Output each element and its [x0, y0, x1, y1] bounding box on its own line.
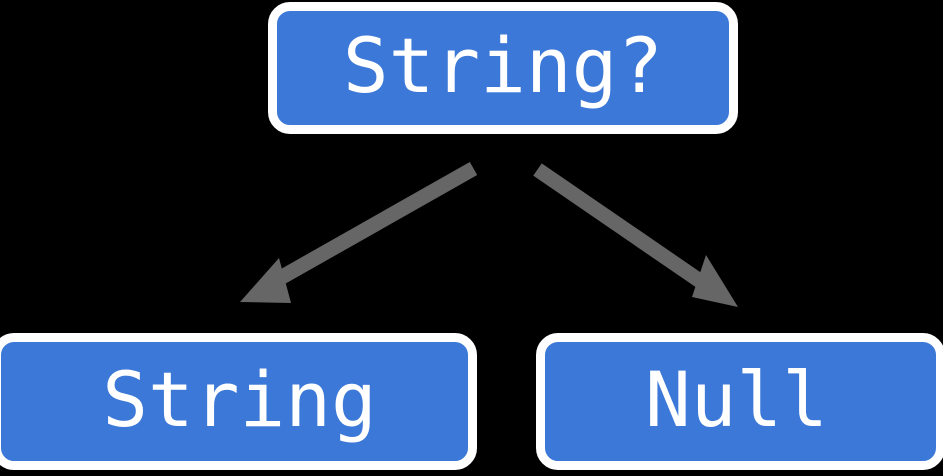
node-label-root: String? — [342, 21, 664, 110]
node-label-null: Null — [644, 354, 829, 444]
node-null[interactable]: Null — [536, 333, 943, 470]
node-label-string: String — [102, 354, 377, 444]
node-string-nullable[interactable]: String? — [268, 2, 738, 134]
edge-root-to-null — [533, 163, 738, 307]
node-string[interactable]: String — [0, 333, 477, 470]
edge-root-to-string — [240, 161, 478, 303]
